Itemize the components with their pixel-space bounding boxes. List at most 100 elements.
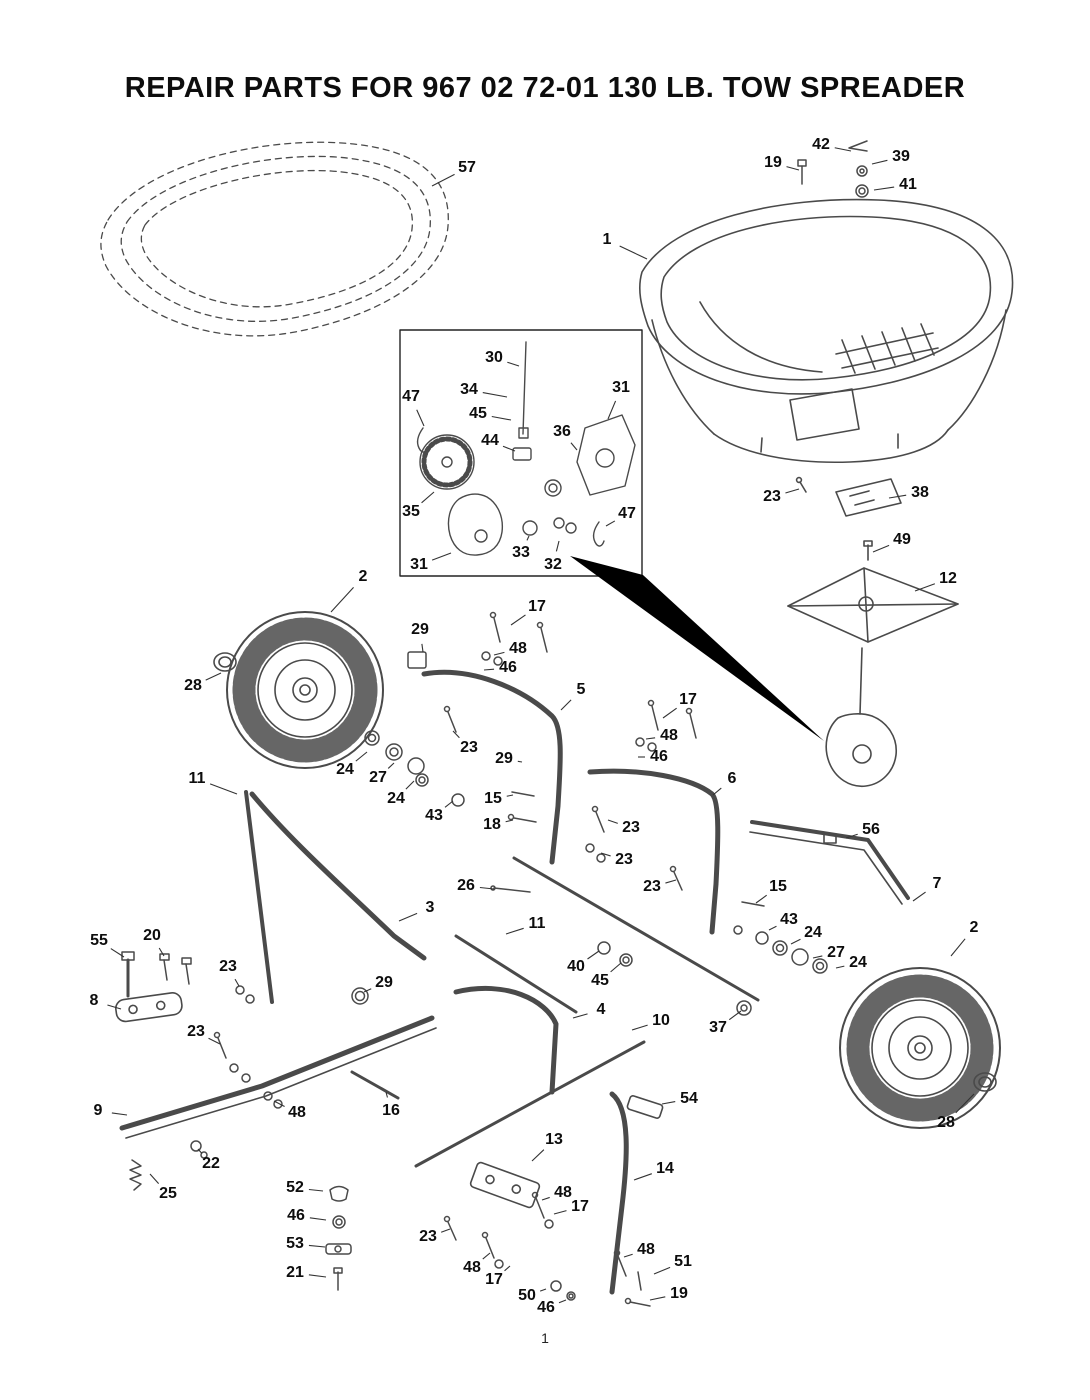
part-callout-23: 23	[419, 1228, 437, 1245]
part-callout-48: 48	[463, 1259, 481, 1276]
part-callout-23: 23	[763, 488, 781, 505]
part-callout-15: 15	[484, 790, 502, 807]
part-callout-28: 28	[184, 677, 202, 694]
part-callout-31: 31	[612, 379, 630, 396]
leader-line	[330, 586, 354, 613]
leader-line	[452, 730, 460, 739]
leader-line	[786, 166, 800, 171]
part-callout-25: 25	[159, 1185, 177, 1202]
impeller-assembly-drawing	[787, 476, 959, 787]
part-callout-48: 48	[288, 1104, 306, 1121]
part-callout-43: 43	[425, 807, 443, 824]
leader-line	[610, 962, 622, 973]
part-callout-41: 41	[899, 176, 917, 193]
leader-line	[871, 159, 888, 165]
part-callout-13: 13	[545, 1131, 563, 1148]
leader-line	[505, 927, 524, 935]
part-callout-10: 10	[652, 1012, 670, 1029]
leader-line	[385, 1091, 388, 1098]
leader-line	[607, 400, 617, 420]
leader-line	[444, 800, 454, 808]
leader-line	[645, 737, 656, 740]
leader-line	[205, 672, 222, 681]
part-callout-24: 24	[387, 790, 405, 807]
part-callout-26: 26	[457, 877, 475, 894]
leader-line	[482, 391, 508, 398]
part-callout-55: 55	[90, 932, 108, 949]
leader-line	[950, 938, 966, 957]
leader-line	[649, 1296, 666, 1301]
leader-line	[633, 1173, 652, 1181]
leader-line	[790, 938, 801, 945]
leader-line	[526, 535, 530, 541]
part-callout-17: 17	[571, 1198, 589, 1215]
leader-line	[111, 1112, 128, 1116]
leader-line	[273, 1100, 285, 1108]
leader-line	[631, 1024, 648, 1031]
right-wheel-drawing	[839, 967, 1001, 1129]
leader-line	[755, 894, 768, 904]
part-callout-23: 23	[187, 1023, 205, 1040]
part-callout-28: 28	[937, 1114, 955, 1131]
leader-line	[197, 1148, 203, 1154]
leader-line	[363, 988, 372, 993]
leader-line	[506, 794, 514, 797]
part-callout-43: 43	[780, 911, 798, 928]
leader-line	[440, 1228, 451, 1233]
leader-line	[728, 1010, 742, 1021]
leader-line	[607, 819, 618, 824]
leader-line	[479, 886, 495, 890]
part-callout-48: 48	[554, 1184, 572, 1201]
leader-line	[873, 186, 895, 191]
part-callout-29: 29	[495, 750, 513, 767]
part-callout-38: 38	[911, 484, 929, 501]
leader-line	[505, 819, 514, 823]
leader-line	[387, 762, 395, 769]
leader-line	[421, 491, 435, 504]
leader-line	[107, 1004, 122, 1010]
hopper-drawing	[639, 198, 1014, 464]
part-callout-24: 24	[804, 924, 822, 941]
leader-line	[309, 1217, 327, 1221]
part-callout-15: 15	[769, 878, 787, 895]
part-callout-31: 31	[410, 556, 428, 573]
leader-line	[560, 699, 572, 711]
part-callout-3: 3	[425, 899, 435, 916]
part-callout-45: 45	[469, 405, 487, 422]
leader-line	[491, 415, 512, 421]
inset-detail-box-drawing	[399, 329, 643, 577]
part-callout-48: 48	[637, 1241, 655, 1258]
frame-tubes-drawing	[119, 669, 910, 1295]
part-callout-47: 47	[618, 505, 636, 522]
leader-line	[110, 948, 125, 958]
leader-line	[619, 245, 648, 260]
part-callout-52: 52	[286, 1179, 304, 1196]
leader-line	[872, 544, 890, 553]
part-callout-5: 5	[576, 681, 586, 698]
leader-line	[553, 1210, 567, 1215]
leader-line	[431, 552, 452, 561]
part-callout-23: 23	[219, 958, 237, 975]
part-callout-46: 46	[499, 659, 517, 676]
part-callout-53: 53	[286, 1235, 304, 1252]
part-callout-39: 39	[892, 148, 910, 165]
part-callout-57: 57	[458, 159, 476, 176]
part-callout-20: 20	[143, 927, 161, 944]
part-callout-35: 35	[402, 503, 420, 520]
part-callout-45: 45	[591, 972, 609, 989]
leader-line	[208, 1037, 221, 1045]
part-callout-1: 1	[602, 231, 612, 248]
leader-line	[912, 891, 926, 902]
part-callout-30: 30	[485, 349, 503, 366]
part-callout-34: 34	[460, 381, 478, 398]
part-callout-29: 29	[375, 974, 393, 991]
leader-line	[558, 1299, 567, 1304]
part-callout-27: 27	[369, 769, 387, 786]
leader-line	[398, 912, 418, 922]
part-callout-24: 24	[336, 761, 354, 778]
leader-line	[587, 950, 600, 960]
leader-line	[405, 780, 415, 790]
leader-line	[914, 583, 936, 592]
leader-line	[308, 1188, 324, 1192]
